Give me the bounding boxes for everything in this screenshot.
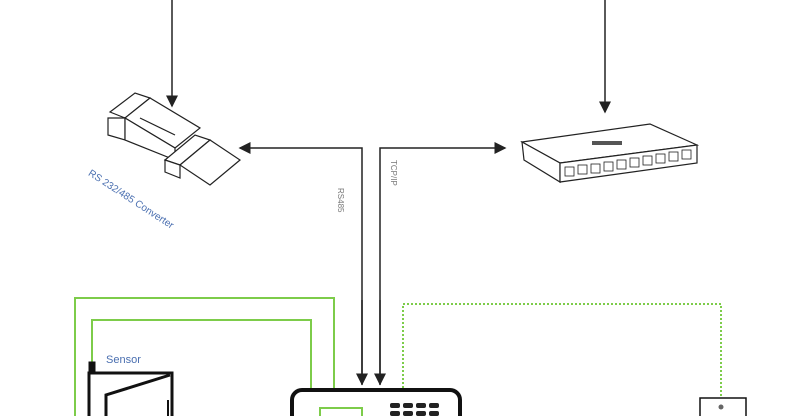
wire-sensor [91,319,312,388]
exit-button-icon [699,397,747,416]
rs485-line [238,142,363,385]
rs485-label: RS485 [336,188,345,213]
tcpip-label: TCP/IP [389,160,398,186]
wire-lock [74,297,335,416]
door-icon [87,361,174,416]
network-switch-icon [520,123,700,184]
tcpip-line [379,142,507,385]
access-control-device-icon [290,388,462,416]
sensor-label: Sensor [106,354,141,366]
rs232-485-converter-icon [107,92,242,186]
wire-exit-button [402,303,722,397]
